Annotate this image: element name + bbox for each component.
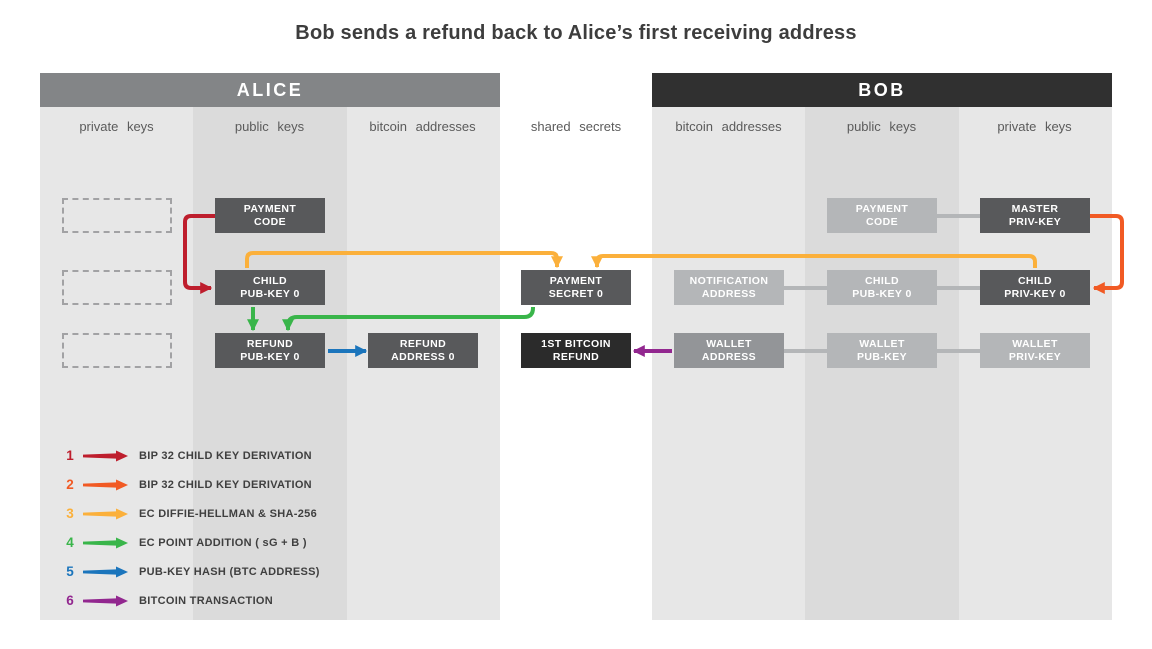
box-label-line: PUB-KEY (856, 350, 908, 363)
legend-number: 4 (66, 535, 74, 550)
box-label-line: PRIV-KEY (1008, 350, 1062, 363)
legend-arrow-icon (83, 537, 128, 548)
legend-label: BIP 32 CHILD KEY DERIVATION (139, 478, 312, 491)
box-label-line: 1ST BITCOIN (541, 337, 611, 350)
legend-item-3: 3 EC DIFFIE-HELLMAN & SHA-256 (62, 499, 320, 528)
bob-child-privkey-box: CHILD PRIV-KEY 0 (980, 270, 1090, 305)
box-label-line: ADDRESS (701, 350, 757, 363)
bob-master-privkey-box: MASTER PRIV-KEY (980, 198, 1090, 233)
alice-payment-code-box: PAYMENT CODE (215, 198, 325, 233)
box-label-line: NOTIFICATION (689, 274, 769, 287)
box-label-line: CHILD (1017, 274, 1053, 287)
alice-panel-header: ALICE (40, 73, 500, 107)
arrow-3-ecdh-from-alice-childpubkey (245, 251, 563, 269)
bob-private-keys-label: private keys (997, 119, 1072, 134)
legend-label: EC DIFFIE-HELLMAN & SHA-256 (139, 507, 317, 520)
legend-label: EC POINT ADDITION ( sG + B ) (139, 536, 307, 549)
box-label-line: ADDRESS 0 (391, 350, 455, 363)
box-label-line: PUB-KEY 0 (240, 350, 300, 363)
legend-number: 1 (66, 448, 74, 463)
box-label-line: CODE (866, 215, 898, 228)
box-label-line: WALLET (859, 337, 905, 350)
alice-refund-pubkey-box: REFUND PUB-KEY 0 (215, 333, 325, 368)
arrow-2-bip32-derivation-bob (1090, 214, 1124, 294)
bob-bitcoin-addresses-label: bitcoin addresses (675, 119, 782, 134)
box-label-line: WALLET (1012, 337, 1058, 350)
box-label-line: REFUND (552, 350, 600, 363)
page-title: Bob sends a refund back to Alice’s first… (295, 22, 857, 44)
bob-wallet-address-box: WALLET ADDRESS (674, 333, 784, 368)
box-label-line: CHILD (864, 274, 900, 287)
shared-secrets-label: shared secrets (530, 119, 622, 134)
legend-item-5: 5 PUB-KEY HASH (BTC ADDRESS) (62, 557, 320, 586)
legend-arrow-icon (83, 508, 128, 519)
bob-child-pubkey-box: CHILD PUB-KEY 0 (827, 270, 937, 305)
box-label-line: SECRET 0 (548, 287, 604, 300)
alice-refund-address-box: REFUND ADDRESS 0 (368, 333, 478, 368)
payment-secret-box: PAYMENT SECRET 0 (521, 270, 631, 305)
alice-private-keys-column (40, 107, 194, 620)
legend-arrow-icon (83, 566, 128, 577)
box-label-line: CHILD (252, 274, 288, 287)
box-label-line: PAYMENT (549, 274, 603, 287)
legend-arrow-icon (83, 479, 128, 490)
legend-arrow-icon (83, 595, 128, 606)
bob-panel-header: BOB (652, 73, 1112, 107)
legend-item-2: 2 BIP 32 CHILD KEY DERIVATION (62, 470, 320, 499)
legend-number: 3 (66, 506, 74, 521)
bob-wallet-pubkey-box: WALLET PUB-KEY (827, 333, 937, 368)
legend-item-1: 1 BIP 32 CHILD KEY DERIVATION (62, 441, 320, 470)
alice-bitcoin-addresses-label: bitcoin addresses (369, 119, 476, 134)
box-label-line: REFUND (399, 337, 447, 350)
box-label-line: PUB-KEY 0 (240, 287, 300, 300)
legend-item-4: 4 EC POINT ADDITION ( sG + B ) (62, 528, 320, 557)
legend-label: BITCOIN TRANSACTION (139, 594, 274, 607)
arrow-1-bip32-derivation-alice (183, 214, 215, 294)
alice-public-keys-label: public keys (234, 119, 305, 134)
alice-privkey-placeholder-3 (62, 333, 172, 368)
box-label-line: ADDRESS (701, 287, 757, 300)
legend-item-6: 6 BITCOIN TRANSACTION (62, 586, 320, 615)
box-label-line: WALLET (706, 337, 752, 350)
legend-label: BIP 32 CHILD KEY DERIVATION (139, 449, 312, 462)
box-label-line: PAYMENT (243, 202, 297, 215)
legend-number: 6 (66, 593, 74, 608)
alice-private-keys-label: private keys (79, 119, 154, 134)
box-label-line: PRIV-KEY (1008, 215, 1062, 228)
legend-arrow-icon (83, 450, 128, 461)
box-label-line: MASTER (1011, 202, 1059, 215)
alice-privkey-placeholder-1 (62, 198, 172, 233)
box-label-line: PUB-KEY 0 (852, 287, 912, 300)
bob-payment-code-box: PAYMENT CODE (827, 198, 937, 233)
alice-privkey-placeholder-2 (62, 270, 172, 305)
box-label-line: CODE (254, 215, 286, 228)
arrow-4-ecpoint-from-paymentsecret (282, 306, 535, 332)
alice-child-pubkey-box: CHILD PUB-KEY 0 (215, 270, 325, 305)
legend-number: 2 (66, 477, 74, 492)
arrow-3-ecdh-from-bob-childprivkey (591, 254, 1037, 269)
first-bitcoin-refund-box: 1ST BITCOIN REFUND (521, 333, 631, 368)
bob-notification-address-box: NOTIFICATION ADDRESS (674, 270, 784, 305)
bob-public-keys-label: public keys (846, 119, 917, 134)
legend-label: PUB-KEY HASH (BTC ADDRESS) (139, 565, 320, 578)
box-label-line: PRIV-KEY 0 (1004, 287, 1066, 300)
box-label-line: PAYMENT (855, 202, 909, 215)
legend: 1 BIP 32 CHILD KEY DERIVATION 2 BIP 32 C… (62, 441, 320, 615)
box-label-line: REFUND (246, 337, 294, 350)
legend-number: 5 (66, 564, 74, 579)
bob-wallet-privkey-box: WALLET PRIV-KEY (980, 333, 1090, 368)
